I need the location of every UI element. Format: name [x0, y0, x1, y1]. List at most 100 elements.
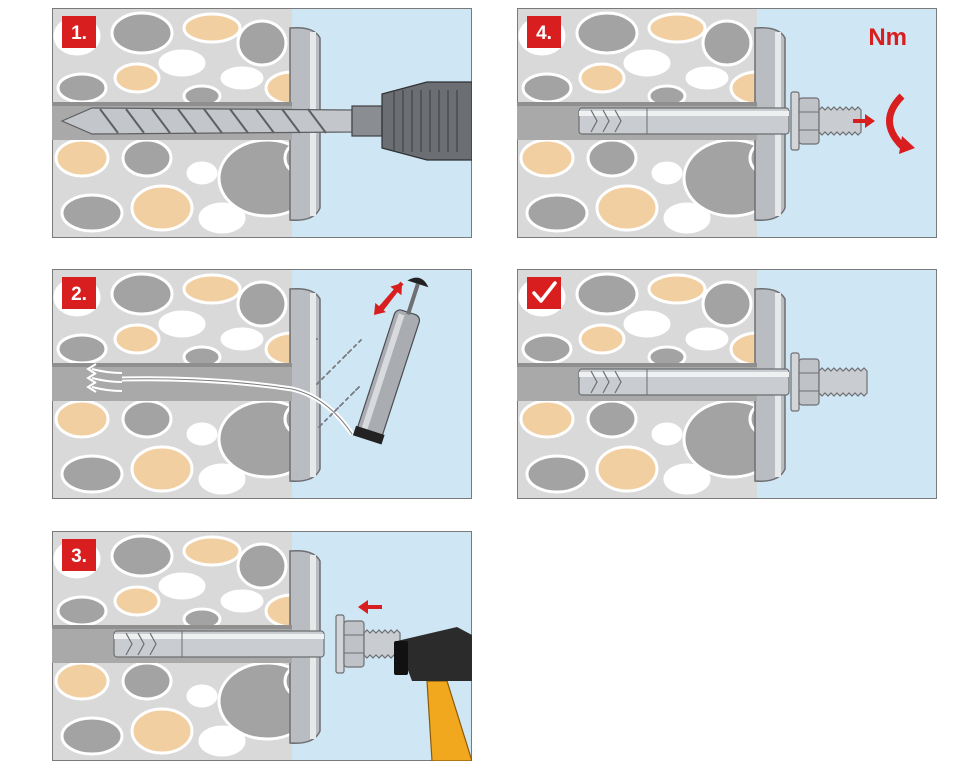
air-flow-arrowhead: [86, 381, 97, 393]
panel-step-2: 2.: [52, 269, 472, 499]
pebble: [121, 399, 173, 439]
hammer-face: [394, 641, 408, 675]
pebble: [56, 595, 108, 627]
step-number: 1.: [71, 23, 87, 44]
drill-chuck-body: [381, 81, 472, 161]
panel-illustration: 1.: [52, 8, 472, 238]
drill-chuck-collar: [351, 105, 383, 137]
dust-particle: [332, 367, 334, 369]
pebble: [56, 333, 108, 365]
hammer-head: [397, 627, 472, 681]
dust-particle: [326, 373, 328, 375]
pebble: [236, 280, 288, 328]
drill-hole-edge: [52, 102, 292, 106]
dust-particle: [316, 338, 318, 340]
drill-hole-edge: [517, 102, 757, 106]
pebble: [521, 72, 573, 104]
pebble: [575, 272, 639, 316]
pebble: [521, 333, 573, 365]
pebble: [578, 323, 626, 355]
panel-illustration: 3.: [52, 531, 472, 761]
pump-stroke-arrow-down: [374, 281, 404, 315]
drill-flute: [125, 108, 145, 134]
drill-chuck: [351, 81, 472, 161]
step-badge-bg: [527, 16, 561, 48]
dust-particle: [345, 399, 347, 401]
drill-bit: [60, 107, 353, 135]
air-flow-arrow: [91, 377, 123, 383]
pebble: [198, 202, 246, 234]
pebble: [651, 422, 683, 446]
pebble: [220, 589, 264, 613]
pebble: [519, 399, 575, 439]
air-flow-arrowhead: [86, 363, 97, 375]
pebble: [113, 62, 161, 94]
pebble: [121, 661, 173, 701]
pump-stroke-arrow-down-shaft: [376, 281, 404, 312]
pebble: [110, 272, 174, 316]
pebble: [60, 454, 124, 494]
aggregate-pebbles: [53, 11, 331, 234]
bolt-thread: [818, 367, 868, 397]
pebble: [60, 716, 124, 756]
pebble: [60, 193, 124, 233]
dust-particle: [358, 341, 360, 343]
panel-step-1: 1.: [52, 8, 472, 238]
drill-hole-edge: [52, 363, 292, 367]
pebble: [595, 184, 659, 232]
pebble: [651, 161, 683, 185]
pebble: [701, 19, 753, 67]
pebble: [130, 184, 194, 232]
step-number: 2.: [71, 284, 87, 305]
hammer: [394, 627, 472, 761]
pebble: [220, 66, 264, 90]
pebble: [519, 138, 575, 178]
washer: [790, 352, 800, 412]
dust-particle: [342, 357, 344, 359]
expansion-slit: [602, 370, 610, 394]
pebble: [54, 661, 110, 701]
pebble: [130, 445, 194, 493]
pebble: [525, 454, 589, 494]
step-badge-bg: [62, 16, 96, 48]
dust-cloud: [316, 338, 362, 428]
drill-flute: [307, 108, 327, 134]
insert-direction-arrow-head: [358, 600, 368, 614]
dust-particle: [355, 389, 357, 391]
drill-hole-edge: [52, 625, 292, 629]
expansion-slit: [614, 370, 622, 394]
pebble: [623, 310, 671, 338]
step-badge-bg: [62, 539, 96, 571]
pebble: [685, 66, 729, 90]
pebble: [623, 49, 671, 77]
pebble: [186, 422, 218, 446]
pebble: [54, 399, 110, 439]
pebble: [186, 684, 218, 708]
panel-step-done: [517, 269, 937, 499]
pebble: [663, 463, 711, 495]
rotate-arc: [886, 93, 905, 149]
pump-rod: [406, 283, 420, 315]
pebble: [158, 310, 206, 338]
pebble: [130, 707, 194, 755]
pebble: [586, 399, 638, 439]
pebble: [113, 585, 161, 617]
pebble: [182, 535, 242, 567]
anchor-bolt: [578, 352, 868, 412]
pebble: [113, 323, 161, 355]
anchor-sleeve-shine: [579, 372, 789, 377]
pebble: [236, 542, 288, 590]
dust-particle: [339, 405, 341, 407]
step-badge-bg: [62, 277, 96, 309]
pebble: [198, 463, 246, 495]
drill-flute: [255, 108, 275, 134]
pebble: [595, 445, 659, 493]
expansion-slit: [149, 632, 157, 656]
drill-hole-edge: [517, 363, 757, 367]
pebble: [525, 193, 589, 233]
pebble: [182, 273, 242, 305]
anchor-bolt: [578, 91, 862, 151]
step-badge: 1.: [62, 16, 96, 48]
washer: [335, 614, 345, 674]
air-flow-arrow: [91, 368, 123, 374]
